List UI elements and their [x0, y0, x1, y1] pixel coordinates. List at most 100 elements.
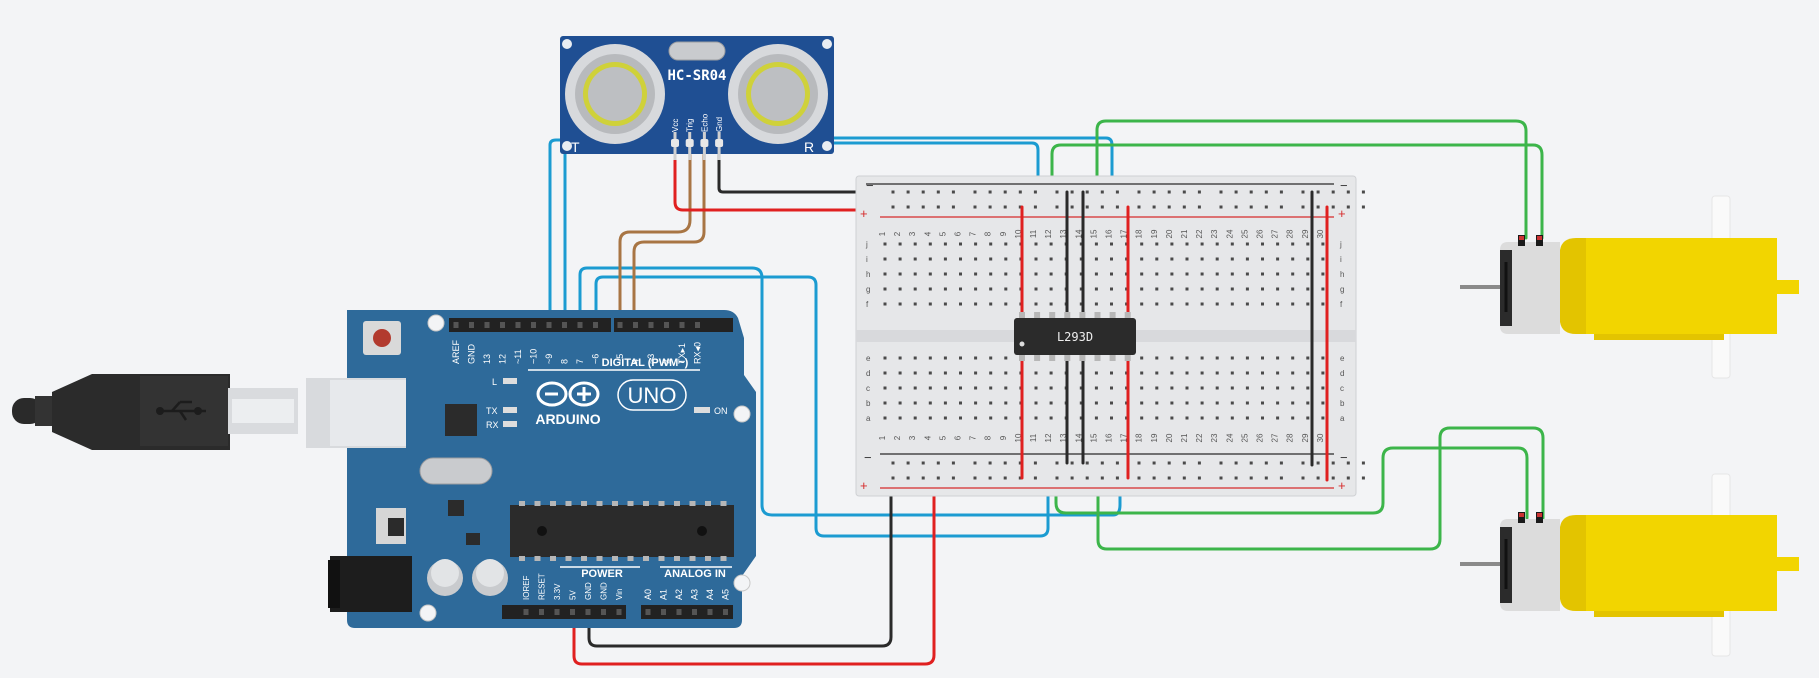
breadboard-hole[interactable]	[898, 371, 902, 375]
rail-hole[interactable]	[1197, 205, 1201, 209]
breadboard-hole[interactable]	[1321, 401, 1325, 405]
breadboard-hole[interactable]	[928, 287, 932, 291]
breadboard-hole[interactable]	[1140, 386, 1144, 390]
breadboard-hole[interactable]	[943, 416, 947, 420]
breadboard-hole[interactable]	[1306, 272, 1310, 276]
breadboard-hole[interactable]	[898, 386, 902, 390]
breadboard-hole[interactable]	[1306, 257, 1310, 261]
breadboard-hole[interactable]	[974, 242, 978, 246]
breadboard-hole[interactable]	[1276, 272, 1280, 276]
breadboard-hole[interactable]	[989, 356, 993, 360]
breadboard-hole[interactable]	[1049, 371, 1053, 375]
breadboard-hole[interactable]	[1004, 272, 1008, 276]
breadboard-hole[interactable]	[1276, 386, 1280, 390]
wire-red-arduino-5v[interactable]	[572, 476, 936, 666]
breadboard-hole[interactable]	[1291, 287, 1295, 291]
breadboard-hole[interactable]	[1110, 401, 1113, 405]
power-header-pin[interactable]	[585, 609, 591, 615]
breadboard-hole[interactable]	[943, 287, 947, 291]
breadboard-hole[interactable]	[883, 257, 887, 261]
breadboard-hole[interactable]	[1306, 356, 1310, 360]
rail-hole[interactable]	[1055, 461, 1059, 465]
dc-motor-top[interactable]	[1460, 195, 1799, 379]
rail-hole[interactable]	[1070, 190, 1074, 194]
breadboard-hole[interactable]	[898, 401, 902, 405]
wire-red-vcc[interactable]	[673, 153, 890, 212]
digital-header-pin[interactable]	[633, 322, 638, 328]
rail-hole[interactable]	[988, 205, 992, 209]
breadboard-hole[interactable]	[1321, 386, 1325, 390]
breadboard-hole[interactable]	[1140, 242, 1144, 246]
breadboard-hole[interactable]	[1049, 416, 1053, 420]
breadboard-hole[interactable]	[1004, 371, 1008, 375]
breadboard-hole[interactable]	[1306, 416, 1310, 420]
breadboard-hole[interactable]	[1185, 356, 1189, 360]
breadboard-hole[interactable]	[1200, 356, 1204, 360]
breadboard-hole[interactable]	[1230, 242, 1234, 246]
breadboard-hole[interactable]	[1185, 371, 1189, 375]
rail-hole[interactable]	[1055, 476, 1059, 480]
breadboard-hole[interactable]	[974, 302, 978, 306]
breadboard-hole[interactable]	[1245, 416, 1249, 420]
breadboard-hole[interactable]	[1185, 386, 1189, 390]
breadboard-hole[interactable]	[1155, 416, 1159, 420]
rail-hole[interactable]	[1182, 476, 1186, 480]
rail-hole[interactable]	[1115, 205, 1119, 209]
rail-hole[interactable]	[1219, 476, 1223, 480]
breadboard-hole[interactable]	[1291, 302, 1295, 306]
digital-header-pin[interactable]	[546, 322, 552, 328]
breadboard-hole[interactable]	[1321, 272, 1325, 276]
rail-hole[interactable]	[936, 205, 940, 209]
digital-header-pin[interactable]	[664, 322, 669, 328]
breadboard-hole[interactable]	[1004, 257, 1008, 261]
rail-hole[interactable]	[906, 205, 910, 209]
breadboard-hole[interactable]	[1140, 287, 1144, 291]
breadboard-hole[interactable]	[1261, 401, 1264, 405]
rail-hole[interactable]	[1137, 476, 1141, 480]
breadboard-hole[interactable]	[1110, 242, 1113, 246]
rail-hole[interactable]	[1316, 205, 1320, 209]
breadboard-hole[interactable]	[959, 371, 962, 375]
rail-hole[interactable]	[921, 476, 925, 480]
breadboard-hole[interactable]	[1306, 242, 1310, 246]
breadboard-hole[interactable]	[1094, 386, 1098, 390]
breadboard-hole[interactable]	[974, 416, 978, 420]
digital-header-pin[interactable]	[593, 322, 598, 328]
analog-header-pin[interactable]	[723, 609, 728, 615]
breadboard-hole[interactable]	[1140, 401, 1144, 405]
rail-hole[interactable]	[1346, 190, 1350, 194]
breadboard-hole[interactable]	[1291, 416, 1295, 420]
breadboard-hole[interactable]	[1094, 416, 1098, 420]
breadboard-hole[interactable]	[959, 416, 962, 420]
breadboard-hole[interactable]	[1079, 272, 1083, 276]
digital-header-pin[interactable]	[484, 322, 490, 328]
breadboard-hole[interactable]	[1321, 287, 1325, 291]
rail-hole[interactable]	[1182, 190, 1186, 194]
rail-hole[interactable]	[1264, 461, 1268, 465]
breadboard-hole[interactable]	[1155, 386, 1159, 390]
rail-hole[interactable]	[1361, 476, 1365, 480]
rail-hole[interactable]	[1070, 461, 1074, 465]
breadboard-hole[interactable]	[1215, 416, 1219, 420]
breadboard-hole[interactable]	[1215, 356, 1219, 360]
breadboard-hole[interactable]	[898, 272, 902, 276]
rail-hole[interactable]	[906, 461, 910, 465]
rail-hole[interactable]	[1346, 205, 1350, 209]
breadboard-hole[interactable]	[883, 242, 887, 246]
rail-hole[interactable]	[1167, 190, 1171, 194]
rail-hole[interactable]	[1070, 476, 1074, 480]
breadboard-hole[interactable]	[1034, 257, 1038, 261]
breadboard-hole[interactable]	[989, 302, 993, 306]
rail-hole[interactable]	[1301, 205, 1305, 209]
rail-hole[interactable]	[1003, 461, 1007, 465]
power-header-pin[interactable]	[601, 609, 606, 615]
breadboard-hole[interactable]	[1291, 356, 1295, 360]
rail-hole[interactable]	[1003, 476, 1007, 480]
breadboard-hole[interactable]	[1049, 401, 1053, 405]
breadboard-hole[interactable]	[1140, 302, 1144, 306]
breadboard-hole[interactable]	[1034, 416, 1038, 420]
rail-hole[interactable]	[1167, 476, 1171, 480]
breadboard-hole[interactable]	[943, 401, 947, 405]
rail-hole[interactable]	[1316, 476, 1320, 480]
rail-hole[interactable]	[1100, 461, 1104, 465]
